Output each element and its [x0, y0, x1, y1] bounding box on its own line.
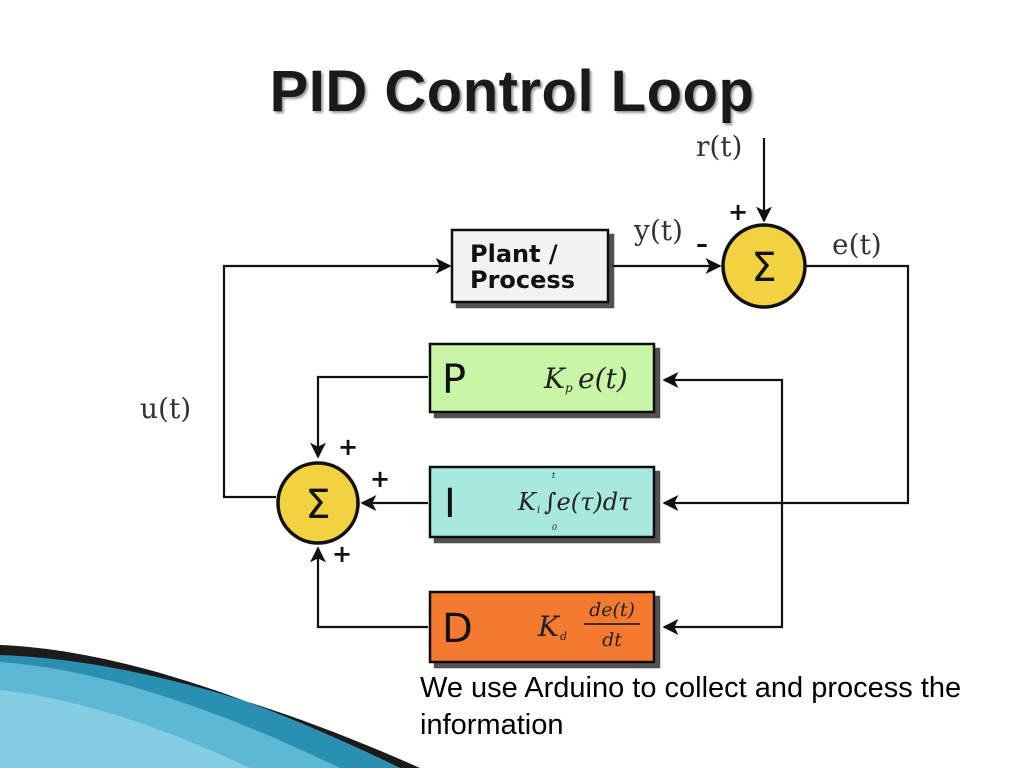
output-signal-label: y(t) [633, 214, 683, 247]
i-upper-limit: t [552, 471, 556, 480]
summer-bottom-plus-d: + [332, 540, 352, 568]
integral-block: I K i t 0 ∫e(τ)dτ [428, 465, 656, 539]
d-numerator: de(t) [589, 599, 635, 621]
d-block-letter: D [442, 606, 473, 652]
control-signal-label: u(t) [140, 392, 191, 425]
p-block-letter: P [442, 357, 466, 403]
sigma-symbol-top: Σ [751, 245, 776, 291]
summer-bottom-plus-i: + [370, 465, 390, 493]
error-summing-junction: Σ [721, 223, 807, 309]
summer-top-minus-sign: – [696, 230, 708, 258]
proportional-block: P K p e(t) [428, 342, 656, 414]
slide-title: PID Control Loop [269, 59, 755, 124]
p-expression: e(t) [578, 362, 628, 395]
i-block-letter: I [444, 481, 456, 527]
error-signal-label: e(t) [832, 228, 882, 261]
d-denominator: dt [602, 629, 622, 651]
p-gain-subscript: p [565, 381, 573, 395]
derivative-block: D K d de(t) dt [428, 590, 656, 664]
i-lower-limit: 0 [552, 523, 557, 532]
plant-label-line2: Process [470, 266, 575, 294]
plant-label-line1: Plant / [470, 240, 558, 268]
i-expression: ∫e(τ)dτ [544, 488, 632, 516]
control-summing-junction: Σ [276, 461, 360, 545]
d-gain-subscript: d [560, 630, 567, 643]
i-gain-subscript: i [537, 505, 540, 516]
p-gain-symbol: K [543, 362, 567, 395]
sigma-symbol-bottom: Σ [305, 482, 330, 528]
summer-top-plus-sign: + [728, 198, 748, 226]
summer-bottom-plus-p: + [338, 433, 358, 461]
decorative-swoosh [0, 645, 420, 768]
i-gain-symbol: K [517, 488, 538, 516]
signal-wires [222, 138, 910, 635]
reference-signal-label: r(t) [696, 130, 742, 163]
slide-caption: We use Arduino to collect and process th… [420, 672, 962, 741]
d-gain-symbol: K [537, 610, 561, 643]
plant-process-block: Plant / Process [450, 228, 610, 304]
